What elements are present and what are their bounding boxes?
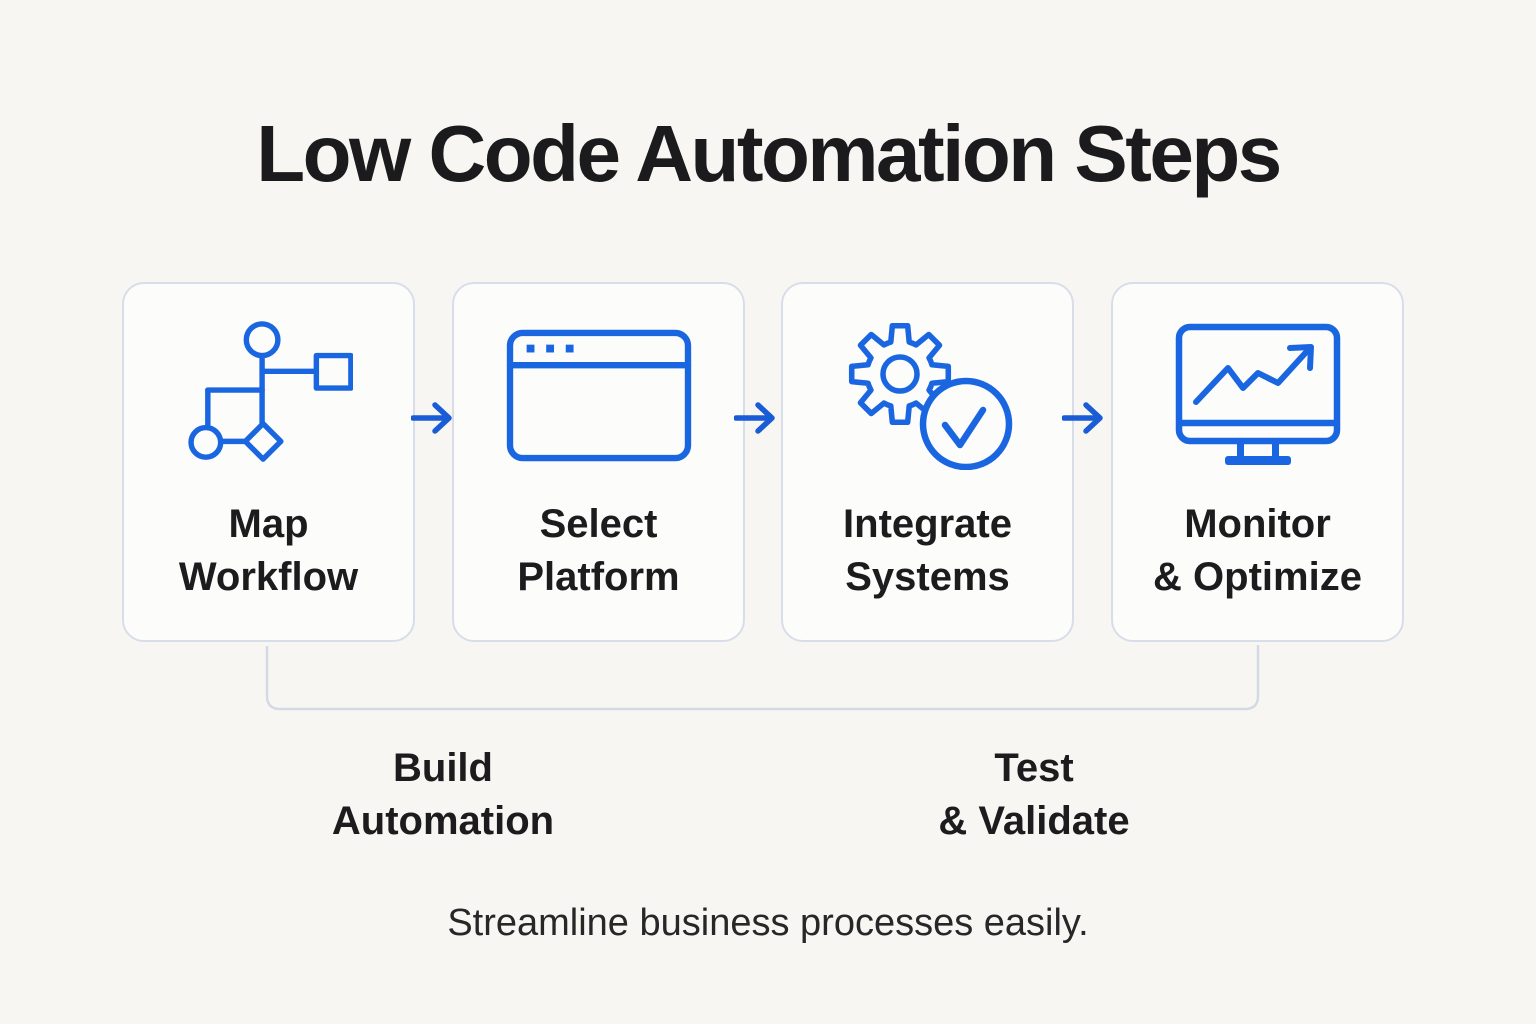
- step-label-line2: Systems: [845, 555, 1010, 600]
- icon-box: [124, 320, 413, 470]
- icon-box: [1113, 320, 1402, 470]
- step-label: Integrate Systems: [783, 498, 1072, 604]
- step-label-line1: Integrate: [843, 502, 1012, 546]
- step-label: Monitor & Optimize: [1113, 498, 1402, 604]
- step-card-integrate-systems: Integrate Systems: [781, 282, 1074, 642]
- page-title: Low Code Automation Steps: [256, 109, 1282, 198]
- phase-bracket: [265, 645, 1260, 711]
- gear-check-icon: [848, 322, 1012, 470]
- step-label: Select Platform: [454, 498, 743, 604]
- step-card-select-platform: Select Platform: [452, 282, 745, 642]
- flowchart-icon: [187, 321, 353, 462]
- icon-box: [783, 320, 1072, 470]
- step-card-map-workflow: Map Workflow: [122, 282, 415, 642]
- browser-window-icon: [506, 329, 691, 461]
- phase-label-line2: Automation: [331, 799, 555, 844]
- phase-label-test-validate: Test & Validate: [834, 742, 1234, 848]
- step-card-monitor-optimize: Monitor & Optimize: [1111, 282, 1404, 642]
- step-label-line2: Platform: [517, 555, 680, 600]
- phase-label-line1: Test: [994, 746, 1074, 790]
- icon-box: [454, 320, 743, 470]
- step-label: Map Workflow: [124, 498, 413, 604]
- right-arrow-icon: [1062, 402, 1103, 434]
- step-label-line2: Workflow: [178, 555, 359, 600]
- right-arrow-icon: [734, 402, 775, 434]
- step-label-line1: Select: [539, 502, 658, 546]
- phase-label-line1: Build: [393, 746, 493, 790]
- phase-label-line2: & Validate: [938, 799, 1130, 844]
- step-label-line1: Monitor: [1184, 502, 1331, 546]
- monitor-chart-icon: [1175, 323, 1340, 465]
- step-label-line1: Map: [228, 502, 309, 546]
- right-arrow-icon: [411, 402, 452, 434]
- caption: Streamline business processes easily.: [447, 902, 1089, 944]
- step-label-line2: & Optimize: [1153, 555, 1362, 600]
- phase-label-build-automation: Build Automation: [243, 742, 643, 848]
